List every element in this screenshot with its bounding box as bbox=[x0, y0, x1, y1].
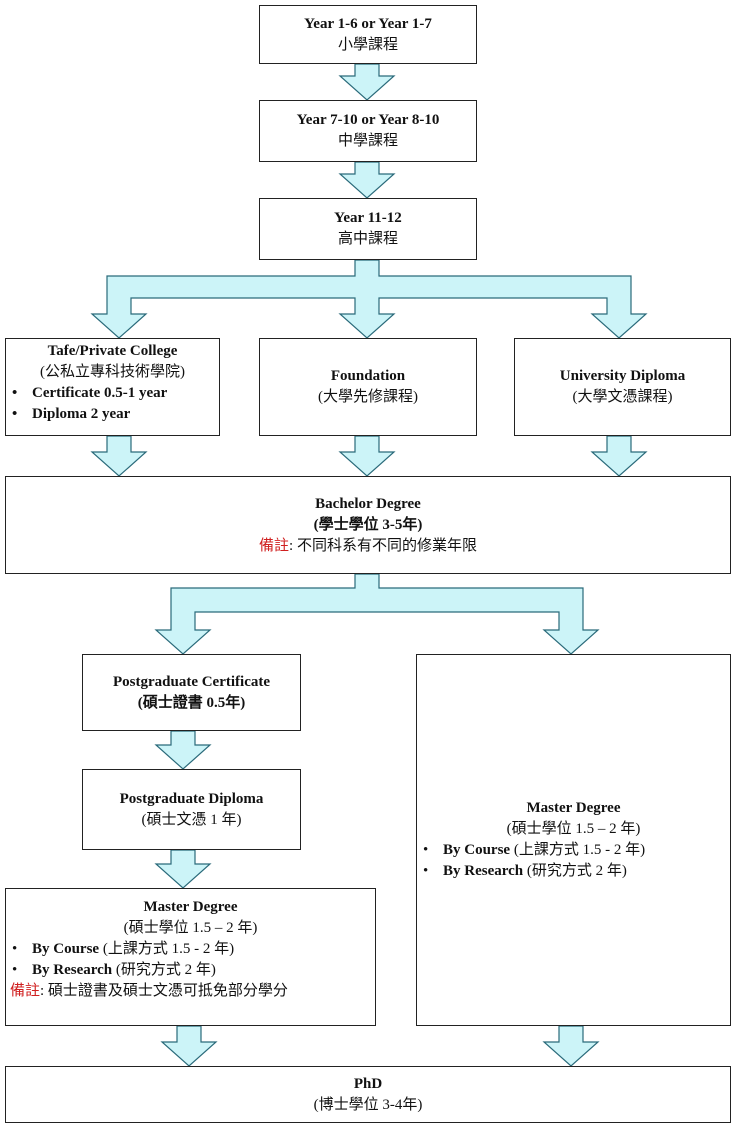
node-tafe: Tafe/Private College (公私立專科技術學院) Certifi… bbox=[5, 338, 220, 436]
node-university-diploma: University Diploma (大學文憑課程) bbox=[514, 338, 731, 436]
arrow-middle-to-senior bbox=[338, 161, 396, 199]
node-primary: Year 1-6 or Year 1-7 小學課程 bbox=[259, 5, 477, 64]
list-item: By Course (上課方式 1.5 - 2 年) bbox=[6, 939, 375, 960]
node-title: Tafe/Private College bbox=[47, 343, 178, 359]
node-list: Certificate 0.5-1 year Diploma 2 year bbox=[6, 383, 219, 425]
node-master-right: Master Degree (碩士學位 1.5 – 2 年) By Course… bbox=[416, 654, 731, 1026]
arrow-master-left-to-phd bbox=[160, 1025, 218, 1067]
node-subtitle: (碩士學位 1.5 – 2 年) bbox=[506, 821, 641, 837]
node-middle: Year 7-10 or Year 8-10 中學課程 bbox=[259, 100, 477, 162]
node-subtitle: 中學課程 bbox=[337, 133, 398, 149]
node-title: Year 11-12 bbox=[334, 210, 402, 226]
node-title: Master Degree bbox=[143, 899, 238, 915]
note-text: : 碩士證書及碩士文憑可抵免部分學分 bbox=[40, 983, 288, 999]
note-text: : 不同科系有不同的修業年限 bbox=[289, 537, 477, 554]
arrow-pgcert-to-pgdiploma bbox=[154, 730, 212, 770]
arrow-tafe-to-bachelor bbox=[90, 435, 148, 477]
node-subtitle: (碩士證書 0.5年) bbox=[137, 694, 246, 711]
node-subtitle: 高中課程 bbox=[337, 231, 398, 247]
node-senior: Year 11-12 高中課程 bbox=[259, 198, 477, 260]
list-item: Diploma 2 year bbox=[6, 404, 219, 425]
node-subtitle: (碩士文憑 1 年) bbox=[141, 811, 242, 828]
list-item: Certificate 0.5-1 year bbox=[6, 383, 219, 404]
node-subtitle: (博士學位 3-4年) bbox=[313, 1096, 423, 1113]
node-title: Postgraduate Certificate bbox=[112, 673, 271, 690]
node-pg-diploma: Postgraduate Diploma (碩士文憑 1 年) bbox=[82, 769, 301, 850]
node-subtitle: 小學課程 bbox=[337, 36, 398, 53]
node-subtitle: (大學文憑課程) bbox=[572, 389, 673, 405]
node-title: Year 7-10 or Year 8-10 bbox=[296, 112, 440, 128]
node-subtitle: (碩士學位 1.5 – 2 年) bbox=[123, 920, 258, 936]
node-bachelor: Bachelor Degree (學士學位 3-5年) 備註: 不同科系有不同的… bbox=[5, 476, 731, 574]
node-note: 備註: 不同科系有不同的修業年限 bbox=[259, 536, 477, 557]
note-label: 備註 bbox=[259, 537, 290, 554]
node-title: Master Degree bbox=[526, 800, 621, 816]
node-subtitle: (公私立專科技術學院) bbox=[40, 364, 185, 380]
arrow-bachelor-to-two-branches bbox=[154, 573, 600, 655]
arrow-pgdiploma-to-master bbox=[154, 849, 212, 889]
node-phd: PhD (博士學位 3-4年) bbox=[5, 1066, 731, 1123]
arrow-master-right-to-phd bbox=[542, 1025, 600, 1067]
arrow-senior-to-three-branches bbox=[90, 259, 648, 339]
node-subtitle: (大學先修課程) bbox=[318, 389, 418, 405]
node-title: Postgraduate Diploma bbox=[119, 790, 264, 807]
note-label: 備註 bbox=[10, 983, 41, 999]
node-title: Year 1-6 or Year 1-7 bbox=[304, 15, 432, 32]
list-item: By Course (上課方式 1.5 - 2 年) bbox=[417, 840, 730, 861]
node-note: 備註: 碩士證書及碩士文憑可抵免部分學分 bbox=[6, 981, 375, 1002]
node-title: Bachelor Degree bbox=[315, 495, 421, 512]
list-item: By Research (研究方式 2 年) bbox=[6, 960, 375, 981]
arrow-foundation-to-bachelor bbox=[338, 435, 396, 477]
node-subtitle: (學士學位 3-5年) bbox=[313, 516, 423, 533]
node-title: Foundation bbox=[330, 368, 406, 384]
arrow-diploma-to-bachelor bbox=[590, 435, 648, 477]
node-title: PhD bbox=[353, 1075, 383, 1092]
node-foundation: Foundation (大學先修課程) bbox=[259, 338, 477, 436]
node-title: University Diploma bbox=[559, 368, 686, 384]
arrow-primary-to-middle bbox=[338, 63, 396, 101]
node-list: By Course (上課方式 1.5 - 2 年) By Research (… bbox=[417, 840, 730, 882]
node-master-left: Master Degree (碩士學位 1.5 – 2 年) By Course… bbox=[5, 888, 376, 1026]
node-pg-certificate: Postgraduate Certificate (碩士證書 0.5年) bbox=[82, 654, 301, 731]
list-item: By Research (研究方式 2 年) bbox=[417, 861, 730, 882]
node-list: By Course (上課方式 1.5 - 2 年) By Research (… bbox=[6, 939, 375, 981]
